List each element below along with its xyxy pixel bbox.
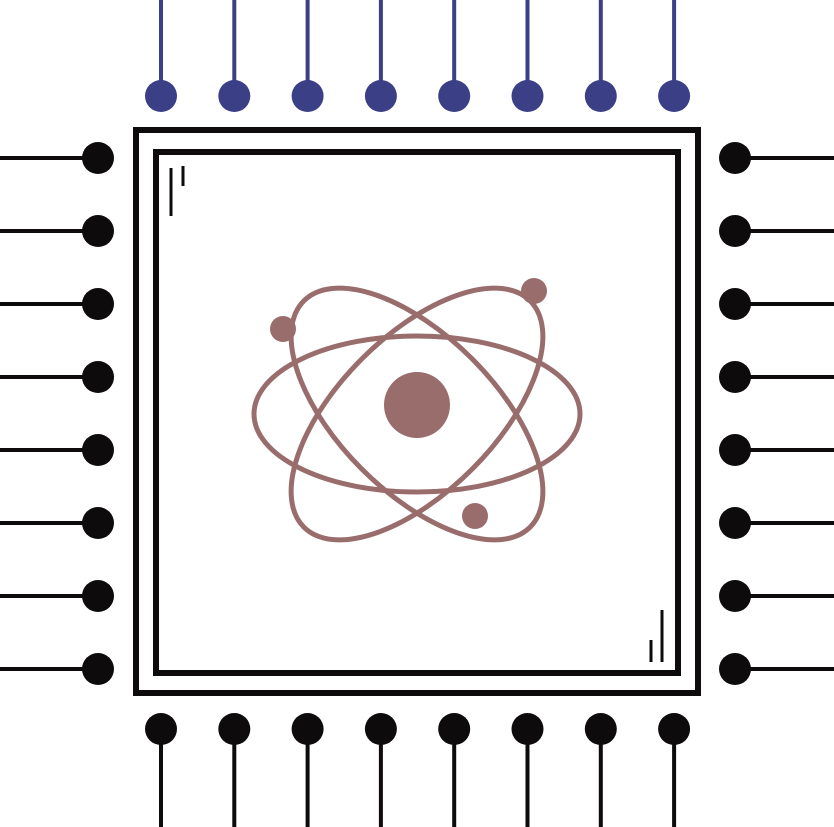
pin-right xyxy=(719,215,834,247)
pin-top xyxy=(218,0,251,112)
pin-right-pad xyxy=(719,434,751,466)
pin-right xyxy=(719,142,834,174)
pin-right xyxy=(719,507,834,539)
pin-left-pad xyxy=(82,507,114,539)
pin-right-pad xyxy=(719,215,751,247)
pins-right xyxy=(719,142,834,685)
pin-top xyxy=(511,0,544,112)
pin-top xyxy=(364,0,397,112)
chip-inner-border xyxy=(153,149,681,676)
pin-left xyxy=(0,215,114,247)
pin-left xyxy=(0,361,114,393)
atom-electron xyxy=(462,503,488,529)
pin-left-pad xyxy=(82,288,114,320)
corner-marks-bottom-right xyxy=(649,610,664,662)
pin-bottom-pad xyxy=(145,713,177,745)
pin-right xyxy=(719,580,834,612)
pin-right-pad xyxy=(719,653,751,685)
pin-left-pad xyxy=(82,653,114,685)
pin-bottom xyxy=(511,713,544,827)
pin-bottom-pad xyxy=(584,713,617,745)
atom-icon xyxy=(251,278,583,543)
pin-right-pad xyxy=(719,580,751,612)
pin-bottom xyxy=(218,713,251,827)
pin-bottom-pad xyxy=(364,713,397,745)
pin-top-pad xyxy=(218,80,251,112)
pin-right-pad xyxy=(719,142,751,174)
pin-left xyxy=(0,142,114,174)
pin-right xyxy=(719,361,834,393)
pin-top-pad xyxy=(291,80,324,112)
pin-top-pad xyxy=(658,80,691,112)
pin-bottom xyxy=(658,713,691,827)
atom-orbit-diagonal-a xyxy=(288,285,546,543)
pin-bottom xyxy=(291,713,324,827)
pin-bottom-pad xyxy=(291,713,324,745)
pin-top-pad xyxy=(584,80,617,112)
pin-right-pad xyxy=(719,288,751,320)
chip-outer-border xyxy=(133,127,701,696)
pin-bottom-pad xyxy=(658,713,691,745)
pin-top-pad xyxy=(438,80,471,112)
pin-right-pad xyxy=(719,507,751,539)
pin-left xyxy=(0,653,114,685)
pin-right xyxy=(719,434,834,466)
pin-top-pad xyxy=(145,80,177,112)
pin-top xyxy=(438,0,471,112)
atom-orbit-horizontal xyxy=(251,333,583,495)
pin-left-pad xyxy=(82,142,114,174)
pins-top xyxy=(145,0,691,112)
pins-bottom xyxy=(145,713,691,827)
pin-top xyxy=(584,0,617,112)
pin-top xyxy=(658,0,691,112)
pin-bottom xyxy=(145,713,177,827)
pin-right-pad xyxy=(719,361,751,393)
atom-nucleus xyxy=(384,372,450,438)
pin-right xyxy=(719,288,834,320)
pin-left xyxy=(0,580,114,612)
pin-left-pad xyxy=(82,434,114,466)
atom-electron xyxy=(521,278,547,304)
pin-bottom xyxy=(364,713,397,827)
pin-left-pad xyxy=(82,361,114,393)
pin-bottom xyxy=(438,713,471,827)
pin-left-pad xyxy=(82,215,114,247)
pin-left xyxy=(0,288,114,320)
pin-top xyxy=(291,0,324,112)
corner-marks-top-left xyxy=(169,166,185,216)
pin-bottom-pad xyxy=(511,713,544,745)
atom-electron xyxy=(270,316,296,342)
pin-top-pad xyxy=(511,80,544,112)
pin-left xyxy=(0,507,114,539)
pins-left xyxy=(0,142,114,685)
pin-bottom-pad xyxy=(438,713,471,745)
pin-bottom-pad xyxy=(218,713,251,745)
pin-left xyxy=(0,434,114,466)
pin-top-pad xyxy=(364,80,397,112)
pin-left-pad xyxy=(82,580,114,612)
pin-right xyxy=(719,653,834,685)
pin-bottom xyxy=(584,713,617,827)
pin-top xyxy=(145,0,177,112)
